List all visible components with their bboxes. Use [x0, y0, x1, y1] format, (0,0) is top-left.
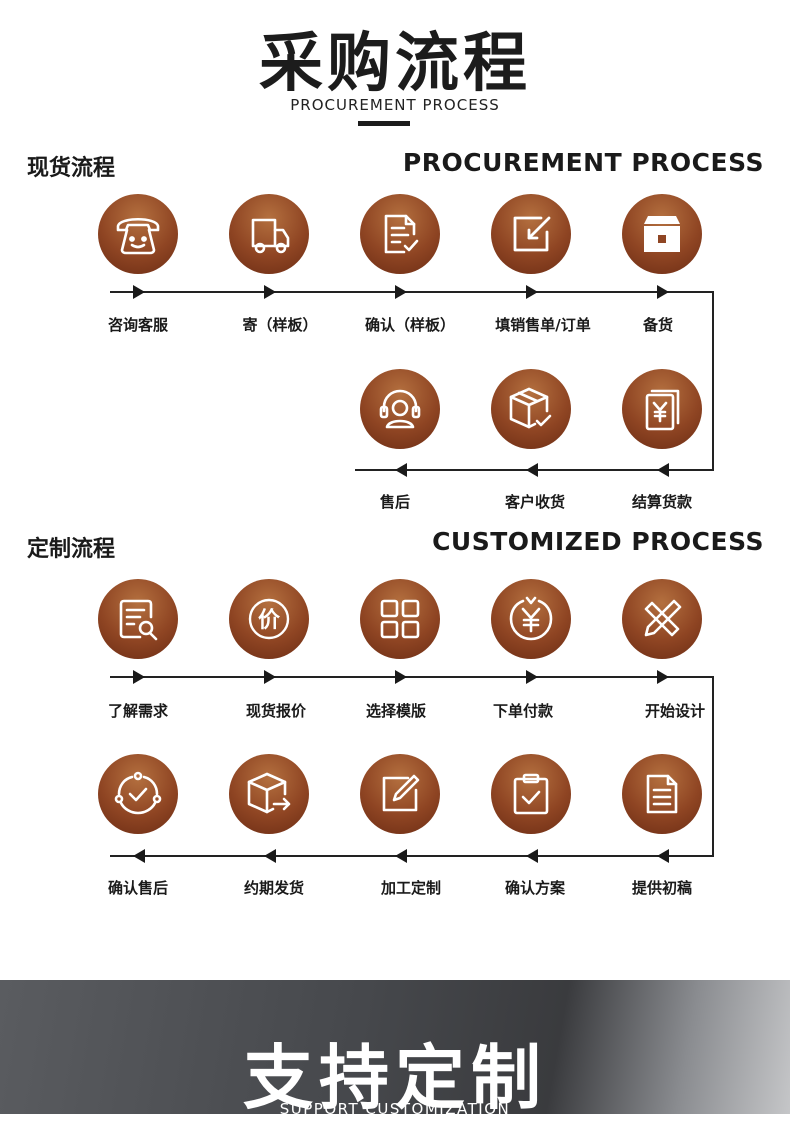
- telephone-icon: [98, 194, 178, 274]
- spot-flow-line-top: [110, 291, 714, 293]
- headset-support-icon: [360, 369, 440, 449]
- step-label: 加工定制: [380, 879, 441, 897]
- step-label: 客户收货: [504, 493, 565, 511]
- arrow-left-icon: [657, 849, 669, 863]
- step-label: 结算货款: [631, 493, 692, 511]
- package-box-icon: [622, 194, 702, 274]
- price-tag-icon: 价: [229, 579, 309, 659]
- banner-subtitle: SUPPORT CUSTOMIZATION: [279, 1100, 511, 1118]
- step-label: 选择模版: [365, 702, 426, 720]
- box-received-icon: [491, 369, 571, 449]
- yen-payment-icon: [491, 579, 571, 659]
- after-sales-check-icon: [98, 754, 178, 834]
- banner-title: 支持定制: [243, 1037, 547, 1119]
- step-label: 现货报价: [245, 702, 306, 720]
- spot-section-title-en: PROCUREMENT PROCESS: [402, 148, 764, 177]
- step-label: 寄（样板）: [242, 316, 318, 334]
- customization-banner: [0, 980, 790, 1114]
- arrow-right-icon: [133, 285, 145, 299]
- delivery-truck-icon: [229, 194, 309, 274]
- title-underline: [358, 121, 410, 126]
- arrow-left-icon: [526, 849, 538, 863]
- draft-document-icon: [622, 754, 702, 834]
- spot-flow-line-right: [712, 291, 714, 470]
- yen-bill-icon: [622, 369, 702, 449]
- step-label: 售后: [379, 493, 410, 511]
- edit-pen-icon: [360, 754, 440, 834]
- step-label: 下单付款: [492, 702, 553, 720]
- step-label: 填销售单/订单: [495, 316, 591, 334]
- arrow-right-icon: [395, 670, 407, 684]
- step-label: 咨询客服: [107, 316, 168, 334]
- svg-text:价: 价: [258, 608, 281, 633]
- page-subtitle: PROCUREMENT PROCESS: [290, 96, 500, 114]
- arrow-right-icon: [657, 285, 669, 299]
- custom-flow-line-bottom: [110, 855, 714, 857]
- document-search-icon: [98, 579, 178, 659]
- arrow-right-icon: [133, 670, 145, 684]
- step-label: 确认（样板）: [364, 316, 455, 334]
- spot-section-title: 现货流程: [27, 156, 116, 181]
- arrow-left-icon: [395, 849, 407, 863]
- shipping-box-icon: [229, 754, 309, 834]
- step-label: 约期发货: [243, 879, 304, 897]
- arrow-right-icon: [526, 670, 538, 684]
- clipboard-check-icon: [491, 754, 571, 834]
- custom-flow-line-right: [712, 676, 714, 856]
- edit-square-icon: [491, 194, 571, 274]
- arrow-right-icon: [264, 670, 276, 684]
- arrow-right-icon: [526, 285, 538, 299]
- step-label: 确认方案: [504, 879, 565, 897]
- step-label: 开始设计: [644, 702, 705, 720]
- step-label: 备货: [642, 316, 673, 334]
- arrow-left-icon: [264, 849, 276, 863]
- arrow-left-icon: [133, 849, 145, 863]
- arrow-right-icon: [395, 285, 407, 299]
- step-label: 了解需求: [107, 702, 168, 720]
- custom-section-title: 定制流程: [27, 537, 116, 562]
- document-check-icon: [360, 194, 440, 274]
- arrow-left-icon: [395, 463, 407, 477]
- design-tools-icon: [622, 579, 702, 659]
- arrow-right-icon: [657, 670, 669, 684]
- custom-flow-line-top: [110, 676, 714, 678]
- step-label: 确认售后: [107, 879, 168, 897]
- custom-section-title-en: CUSTOMIZED PROCESS: [432, 527, 764, 556]
- step-label: 提供初稿: [631, 879, 692, 897]
- page-title: 采购流程: [259, 27, 531, 101]
- arrow-left-icon: [657, 463, 669, 477]
- arrow-right-icon: [264, 285, 276, 299]
- arrow-left-icon: [526, 463, 538, 477]
- template-grid-icon: [360, 579, 440, 659]
